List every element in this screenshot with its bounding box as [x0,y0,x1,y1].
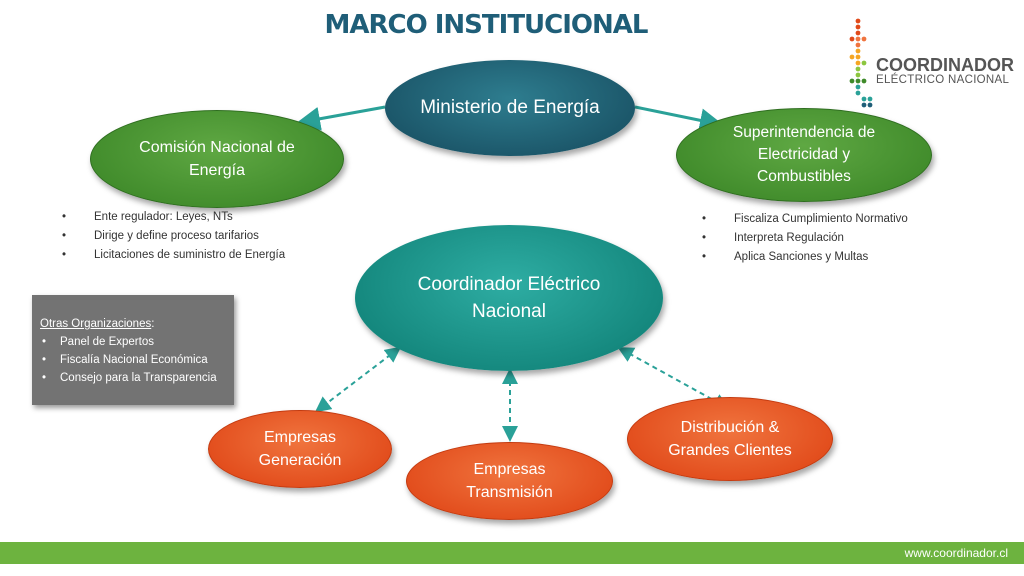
logo-dot [861,36,867,42]
node-coordinador-electrico-nacional: Coordinador Eléctrico Nacional [355,225,663,371]
logo-dot [867,96,873,102]
logo-subtitle: ELÉCTRICO NACIONAL [876,74,1010,86]
logo-dot [861,102,867,108]
node-trans-line1: Empresas [473,461,546,478]
logo-dot [867,102,873,108]
node-empresas-transmision: Empresas Transmisión [406,442,613,520]
logo-dot [855,24,861,30]
logo-dot [849,54,855,60]
otras-organizaciones-box: Otras Organizaciones: Panel de Expertos … [32,295,234,405]
logo-dot [861,78,867,84]
list-item: Licitaciones de suministro de Energía [62,246,285,265]
otras-heading-row: Otras Organizaciones: [40,315,234,333]
arrow-ministerio-sec [634,105,724,133]
node-sec-line1: Superintendencia de [732,124,876,141]
arrow-ministerio-cne [296,105,386,131]
logo-dot [855,90,861,96]
list-item: Ente regulador: Leyes, NTs [62,208,285,227]
node-cen-line1: Coordinador Eléctrico [417,274,601,295]
list-item: Panel de Expertos [40,333,234,351]
node-gen-line2: Generación [258,452,342,469]
logo-dot [855,84,861,90]
footer-url: www.coordinador.cl [904,546,1008,560]
logo-dot [855,78,861,84]
list-item: Consejo para la Transparencia [40,369,234,387]
logo-dot [855,30,861,36]
node-ministerio-label: Ministerio de Energía [420,97,600,118]
node-dist-line1: Distribución & [680,419,780,436]
bottom-strip [0,564,1024,576]
logo-dot [855,18,861,24]
logo-dot [855,72,861,78]
footer-bar: www.coordinador.cl [0,542,1024,564]
node-sec-line3: Combustibles [757,168,851,185]
node-sec-line2: Electricidad y [757,146,851,163]
node-cne-line1: Comisión Nacional de [139,139,295,156]
node-ministerio-energia: Ministerio de Energía [385,60,635,156]
sec-bullet-list: Fiscaliza Cumplimiento Normativo Interpr… [702,210,908,267]
logo-dot [861,96,867,102]
otras-heading-colon: : [151,318,155,330]
logo-dot [849,36,855,42]
logo-dot [855,48,861,54]
logo-dot [855,42,861,48]
coordinador-logo-icon [849,18,873,108]
node-gen-line1: Empresas [263,429,337,446]
logo-dot [849,78,855,84]
node-trans-line2: Transmisión [466,484,553,501]
node-cen-line2: Nacional [472,301,546,322]
list-item: Interpreta Regulación [702,229,908,248]
logo-dot [855,54,861,60]
node-empresas-generacion: Empresas Generación [208,410,392,488]
node-dist-line2: Grandes Clientes [668,442,792,459]
node-superintendencia: Superintendencia de Electricidad y Combu… [676,108,932,202]
cne-bullet-list: Ente regulador: Leyes, NTs Dirige y defi… [62,208,285,265]
logo-dot [855,66,861,72]
list-item: Aplica Sanciones y Multas [702,248,908,267]
arrow-cen-gen [314,346,402,413]
otras-list: Panel de Expertos Fiscalía Nacional Econ… [40,333,234,387]
list-item: Dirige y define proceso tarifarios [62,227,285,246]
logo-dot [861,60,867,66]
node-distribucion-grandes-clientes: Distribución & Grandes Clientes [627,397,833,481]
list-item: Fiscalía Nacional Económica [40,351,234,369]
node-cne-line2: Energía [188,162,246,179]
logo-dot [855,36,861,42]
list-item: Fiscaliza Cumplimiento Normativo [702,210,908,229]
page-title: MARCO INSTITUCIONAL [324,10,649,40]
logo-name: COORDINADOR [876,55,1014,75]
otras-heading: Otras Organizaciones [40,318,152,330]
node-comision-nacional-energia: Comisión Nacional de Energía [90,110,344,208]
logo-dot [855,60,861,66]
